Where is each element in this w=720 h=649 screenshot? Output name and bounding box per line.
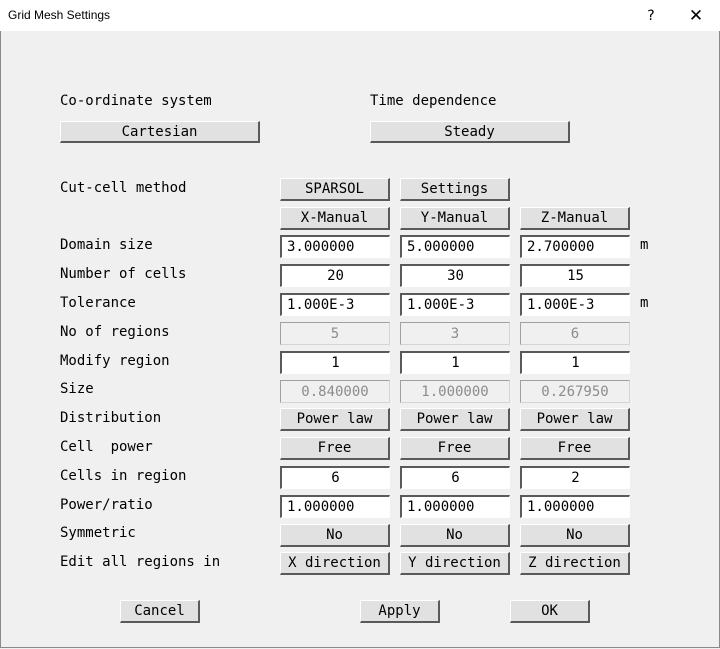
modify-region-z-field[interactable]: 1 xyxy=(520,351,630,374)
domain-size-y-field[interactable]: 5.000000 xyxy=(400,235,510,258)
power-ratio-y-field[interactable]: 1.000000 xyxy=(400,495,510,518)
symmetric-z-button[interactable]: No xyxy=(520,524,630,547)
time-dependence-label: Time dependence xyxy=(370,93,497,109)
power-ratio-label: Power/ratio xyxy=(60,497,153,513)
modify-region-x-field[interactable]: 1 xyxy=(280,351,390,374)
edit-x-direction-button[interactable]: X direction xyxy=(280,552,390,575)
domain-size-x-field[interactable]: 3.000000 xyxy=(280,235,390,258)
y-manual-button[interactable]: Y-Manual xyxy=(400,207,510,230)
help-icon[interactable]: ? xyxy=(647,7,655,24)
cell-power-z-button[interactable]: Free xyxy=(520,437,630,460)
z-manual-button[interactable]: Z-Manual xyxy=(520,207,630,230)
domain-size-z-field[interactable]: 2.700000 xyxy=(520,235,630,258)
number-of-cells-x-field[interactable]: 20 xyxy=(280,264,390,287)
symmetric-y-button[interactable]: No xyxy=(400,524,510,547)
size-z-field: 0.267950 xyxy=(520,380,630,403)
coordinate-system-label: Co-ordinate system xyxy=(60,93,212,109)
ok-button[interactable]: OK xyxy=(510,600,590,623)
cut-cell-method-label: Cut-cell method xyxy=(60,180,187,196)
number-of-cells-label: Number of cells xyxy=(60,266,187,282)
edit-z-direction-button[interactable]: Z direction xyxy=(520,552,630,575)
distribution-label: Distribution xyxy=(60,410,162,426)
title-bar: Grid Mesh Settings ? ✕ xyxy=(0,0,720,31)
distribution-z-button[interactable]: Power law xyxy=(520,408,630,431)
domain-size-label: Domain size xyxy=(60,237,153,253)
tolerance-x-field[interactable]: 1.000E-3 xyxy=(280,293,390,316)
time-dependence-button[interactable]: Steady xyxy=(370,121,570,143)
cell-power-label: Cell power xyxy=(60,439,153,455)
no-of-regions-y-field: 3 xyxy=(400,322,510,345)
apply-button[interactable]: Apply xyxy=(360,600,440,623)
power-ratio-z-field[interactable]: 1.000000 xyxy=(520,495,630,518)
symmetric-x-button[interactable]: No xyxy=(280,524,390,547)
no-of-regions-label: No of regions xyxy=(60,324,170,340)
edit-y-direction-button[interactable]: Y direction xyxy=(400,552,510,575)
power-ratio-x-field[interactable]: 1.000000 xyxy=(280,495,390,518)
size-y-field: 1.000000 xyxy=(400,380,510,403)
close-icon[interactable]: ✕ xyxy=(688,5,704,26)
distribution-y-button[interactable]: Power law xyxy=(400,408,510,431)
domain-size-unit: m xyxy=(640,237,649,253)
symmetric-label: Symmetric xyxy=(60,525,136,541)
tolerance-y-field[interactable]: 1.000E-3 xyxy=(400,293,510,316)
cell-power-y-button[interactable]: Free xyxy=(400,437,510,460)
window-title: Grid Mesh Settings xyxy=(8,8,111,22)
no-of-regions-z-field: 6 xyxy=(520,322,630,345)
modify-region-y-field[interactable]: 1 xyxy=(400,351,510,374)
no-of-regions-x-field: 5 xyxy=(280,322,390,345)
tolerance-unit: m xyxy=(640,295,649,311)
cell-power-x-button[interactable]: Free xyxy=(280,437,390,460)
number-of-cells-z-field[interactable]: 15 xyxy=(520,264,630,287)
cancel-button[interactable]: Cancel xyxy=(120,600,200,623)
tolerance-label: Tolerance xyxy=(60,295,136,311)
distribution-x-button[interactable]: Power law xyxy=(280,408,390,431)
tolerance-z-field[interactable]: 1.000E-3 xyxy=(520,293,630,316)
modify-region-label: Modify region xyxy=(60,353,170,369)
x-manual-button[interactable]: X-Manual xyxy=(280,207,390,230)
size-x-field: 0.840000 xyxy=(280,380,390,403)
cells-in-region-y-field[interactable]: 6 xyxy=(400,466,510,489)
cut-cell-settings-button[interactable]: Settings xyxy=(400,178,510,201)
cut-cell-method-button[interactable]: SPARSOL xyxy=(280,178,390,201)
number-of-cells-y-field[interactable]: 30 xyxy=(400,264,510,287)
edit-all-regions-label: Edit all regions in xyxy=(60,554,221,570)
cells-in-region-z-field[interactable]: 2 xyxy=(520,466,630,489)
size-label: Size xyxy=(60,381,94,397)
coordinate-system-button[interactable]: Cartesian xyxy=(60,121,260,143)
cells-in-region-label: Cells in region xyxy=(60,468,187,484)
cells-in-region-x-field[interactable]: 6 xyxy=(280,466,390,489)
